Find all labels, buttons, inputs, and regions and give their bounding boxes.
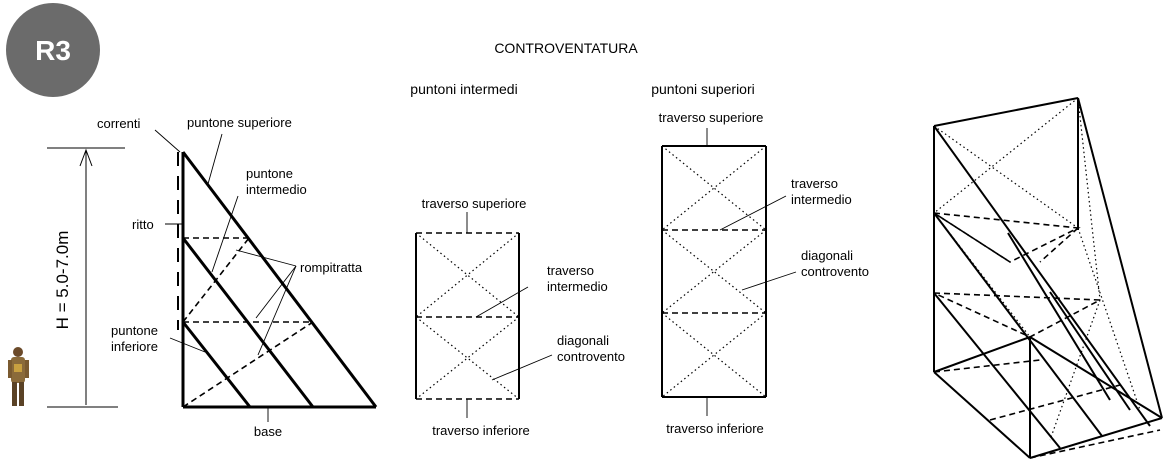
rompitratta-diag-1 (182, 237, 250, 323)
mid-label-traverso-intermedio-2: intermedio (547, 279, 608, 294)
mid-leader-int (475, 286, 529, 318)
puntoni-intermedi-frame: puntoni intermedi traverso superiore tra… (410, 81, 625, 438)
mid-label-traverso-superiore: traverso superiore (422, 196, 527, 211)
badge-label: R3 (35, 35, 71, 66)
iso-puntone-4 (1007, 232, 1111, 401)
heading-puntoni-intermedi: puntoni intermedi (410, 81, 517, 97)
sup-label-traverso-inferiore: traverso inferiore (666, 421, 764, 436)
iso-dash-4 (1029, 429, 1161, 459)
iso-edge-1 (933, 97, 1079, 127)
iso-dot-2 (933, 97, 1079, 214)
iso-edge-3 (933, 125, 1151, 427)
iso-edge-7 (933, 336, 1031, 373)
mid-diag-4 (415, 316, 520, 400)
side-elevation: H = 5.0-7.0m (8, 115, 378, 439)
label-puntone-intermedio-1: puntone (246, 166, 293, 181)
puntone-superiore (181, 151, 378, 408)
person-figure (8, 347, 29, 406)
mid-label-traverso-inferiore: traverso inferiore (432, 423, 530, 438)
sup-label-diagonali-1: diagonali (801, 248, 853, 263)
iso-dash-1 (933, 212, 1011, 263)
leader-puntone-superiore (207, 133, 223, 185)
sup-label-traverso-intermedio-1: traverso (791, 176, 838, 191)
label-rompitratta: rompitratta (300, 260, 363, 275)
mid-label-diagonali-1: diagonali (557, 333, 609, 348)
iso-puntone-2 (933, 292, 1061, 449)
label-puntone-inferiore-2: inferiore (111, 339, 158, 354)
label-base: base (254, 424, 282, 439)
mid-diag-3 (415, 316, 520, 400)
label-puntone-intermedio-2: intermedio (246, 182, 307, 197)
leader-rompitratta-2 (255, 265, 297, 319)
leader-puntone-intermedio (211, 195, 239, 273)
heading-puntoni-superiori: puntoni superiori (651, 81, 755, 97)
iso-edge-5 (933, 371, 1031, 459)
badge-circle (6, 3, 100, 97)
iso-dash-2 (1039, 227, 1079, 263)
sup-label-traverso-intermedio-2: intermedio (791, 192, 852, 207)
iso-edge-6 (1029, 417, 1163, 459)
iso-puntone-5 (1049, 291, 1131, 411)
iso-dot-4 (1077, 227, 1141, 411)
iso-level-upper (933, 212, 1081, 263)
rompitratta-diag-2 (182, 321, 314, 408)
label-puntone-superiore: puntone superiore (187, 115, 292, 130)
iso-dot-6 (933, 212, 1031, 338)
leader-rompitratta-1 (235, 249, 297, 267)
label-correnti: correnti (97, 116, 140, 131)
sup-label-diagonali-2: controvento (801, 264, 869, 279)
iso-dash-5 (989, 384, 1121, 421)
puntone-inferiore (181, 321, 252, 408)
height-arrow-head (79, 148, 93, 167)
leader-puntone-inferiore (169, 337, 206, 353)
label-puntone-inferiore-1: puntone (111, 323, 158, 338)
sup-label-traverso-superiore: traverso superiore (659, 110, 764, 125)
iso-dot-1 (933, 125, 1079, 229)
height-label: H = 5.0-7.0m (53, 231, 72, 330)
sup-leader-int (719, 195, 787, 231)
puntoni-superiori-frame: puntoni superiori traverso superiore tra… (651, 81, 869, 436)
isometric-view (933, 97, 1163, 459)
r3-badge: R3 (6, 3, 100, 97)
iso-edge-4 (1077, 97, 1163, 419)
leader-correnti (154, 129, 181, 153)
sup-leader-diag (741, 271, 797, 291)
mid-label-traverso-intermedio-1: traverso (547, 263, 594, 278)
iso-dash-3 (933, 359, 1041, 373)
leader-rompitratta-3 (257, 265, 297, 356)
iso-puntone-1 (933, 212, 1103, 437)
iso-level-lower (933, 292, 1103, 338)
diagram-title: CONTROVENTATURA (494, 40, 638, 56)
iso-dot-3 (1077, 97, 1101, 301)
mid-label-diagonali-2: controvento (557, 349, 625, 364)
label-ritto: ritto (132, 217, 154, 232)
mid-leader-diag (491, 354, 553, 381)
